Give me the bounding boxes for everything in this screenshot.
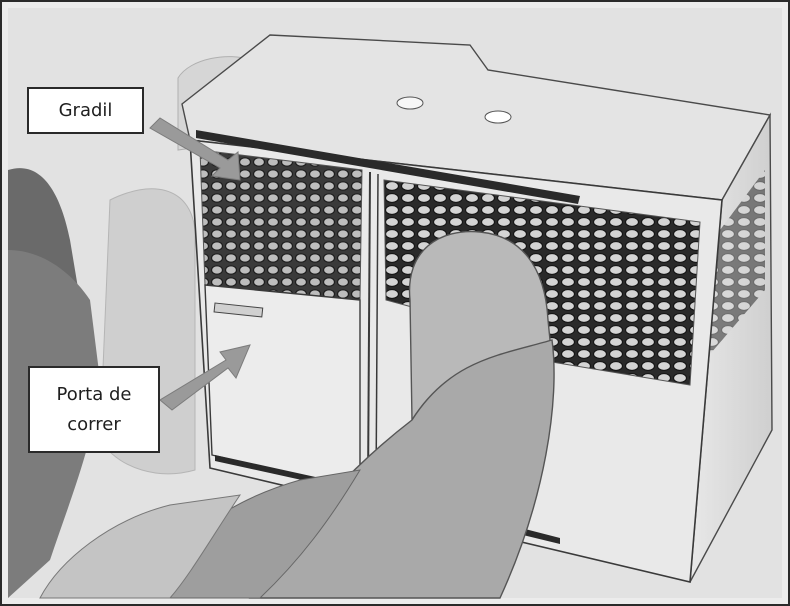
- label-gradil: Gradil: [58, 99, 113, 121]
- bottom-slot-left: [215, 455, 320, 484]
- door-divider: [367, 171, 371, 489]
- arrow-porta: [159, 344, 251, 411]
- arrow-gradil: [149, 117, 241, 181]
- callout-gradil: Gradil: [27, 87, 144, 134]
- top-slot: [196, 130, 580, 204]
- label-porta-de-correr: Porta de correr: [56, 383, 132, 435]
- door-handle: [213, 302, 264, 318]
- side-mesh: [705, 170, 765, 360]
- front-seat: [39, 230, 555, 599]
- top-hole-right: [484, 110, 512, 124]
- callout-porta-de-correr: Porta de correr: [28, 366, 160, 453]
- top-hole-left: [396, 96, 424, 110]
